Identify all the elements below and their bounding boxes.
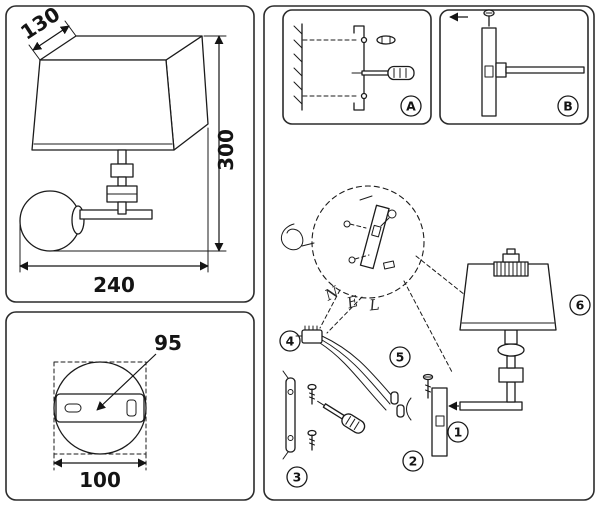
step-a-inset: A: [282, 9, 432, 125]
step-6-badge: 6: [569, 294, 591, 316]
strap-bend-top: [282, 370, 289, 379]
stem-rod-1: [117, 149, 127, 165]
step-5-badge: 5: [389, 346, 411, 368]
bracket-slot-right: [126, 399, 137, 417]
dim-label-plate-width: 100: [79, 468, 121, 492]
strap-hole: [287, 389, 294, 395]
part-5-screw: 5: [389, 346, 434, 399]
screw-icon: [483, 9, 495, 27]
lamp-arm: [79, 209, 153, 220]
step-2-badge: 2: [402, 450, 424, 472]
dim-label-height: 300: [214, 129, 238, 171]
stem-rod-2: [117, 176, 127, 187]
dim-label-diameter: 95: [154, 331, 182, 355]
strap-hole-top: [360, 36, 368, 44]
step-b-label: B: [563, 99, 573, 114]
dimension-300: 300: [49, 35, 238, 252]
step-1-badge: 1: [447, 421, 469, 443]
shade-front-face: [31, 59, 175, 151]
watermark-letter: E: [344, 292, 360, 313]
wire-connector: [390, 391, 399, 405]
strap-hole-bottom: [360, 92, 368, 100]
step-4-label: 4: [286, 334, 295, 349]
part-3-fixings: 3: [282, 370, 366, 488]
arm-boss: [495, 62, 507, 78]
wire: [321, 335, 393, 397]
detail-leader: [319, 289, 341, 329]
diffuser-hatched: [493, 248, 529, 277]
detail-leader: [403, 280, 453, 373]
clip-arc: [406, 397, 412, 421]
step-5-label: 5: [396, 350, 405, 365]
screwdriver-icon: [317, 400, 366, 434]
stem-rod: [506, 381, 516, 403]
stem-neck: [504, 329, 518, 345]
ext-line: [64, 20, 77, 37]
screwdriver-icon: [351, 65, 415, 81]
screw-icon: [307, 383, 317, 405]
part-1-arm: 1: [447, 329, 525, 443]
lamp-arm: [459, 401, 523, 411]
strap-hole: [287, 435, 294, 441]
dimension-240: 240: [19, 127, 209, 297]
part-6-shade: 6: [459, 248, 591, 331]
part-4-wiring: 4: [279, 325, 412, 421]
ext-line: [28, 44, 41, 61]
panel-assembly: A B: [263, 5, 595, 501]
wire: [319, 342, 387, 411]
terminal-block: [301, 329, 323, 344]
step-b-badge: B: [557, 95, 579, 117]
step-b-inset: B: [439, 9, 589, 125]
step-2-label: 2: [409, 454, 418, 469]
strap-bend-bottom: [282, 451, 289, 460]
screw-icon: [307, 429, 317, 451]
dimension-100: 100: [53, 453, 147, 492]
stem-rod: [506, 355, 516, 369]
step-3-label: 3: [293, 470, 302, 485]
bracket-slot-left: [64, 403, 82, 413]
wire: [321, 339, 391, 405]
mount-bracket-bar: [55, 393, 145, 423]
terminal-pins: [295, 325, 318, 337]
step-1-label: 1: [454, 425, 463, 440]
detail-drawing: [343, 195, 397, 270]
panel-plate-dimensions: 95 100: [5, 311, 255, 501]
detail-leader: [415, 255, 495, 319]
panel-lamp-dimensions: 130 300 240: [5, 2, 255, 303]
stem-knob: [110, 163, 134, 178]
dim-line: [32, 25, 70, 51]
bracket-hole: [484, 65, 494, 78]
wire-tail: [301, 242, 315, 247]
detail-leader: [326, 296, 363, 334]
dim-label-width: 240: [93, 273, 135, 297]
step-4-badge: 4: [279, 330, 301, 352]
detail-circle-outline: [311, 185, 425, 299]
wall-plate: [19, 190, 81, 252]
wall-hatching: [293, 25, 303, 105]
part-2-wall-plate: 2: [402, 387, 459, 472]
wire-connector: [396, 404, 405, 418]
wall-plate-side: [431, 387, 448, 457]
step-6-label: 6: [576, 298, 585, 313]
stem-block: [498, 367, 524, 383]
leader-line: [96, 353, 157, 411]
lamp-drawing: [19, 35, 209, 252]
stem-disc: [497, 343, 525, 357]
watermark-letter: L: [368, 296, 381, 315]
plate-hole: [435, 415, 445, 427]
mount-strap: [285, 377, 296, 453]
wall-bracket-plate: [481, 27, 497, 117]
step-3-badge: 3: [286, 466, 308, 488]
lamp-arm-side: [505, 66, 585, 74]
wall-anchor-icon: [376, 35, 396, 45]
hanging-wire-loop: [280, 223, 304, 251]
step-a-label: A: [406, 99, 416, 114]
step-a-badge: A: [400, 95, 422, 117]
screw-icon: [422, 373, 434, 399]
dimension-95: 95: [96, 331, 182, 411]
stem-rod-3: [117, 201, 127, 215]
